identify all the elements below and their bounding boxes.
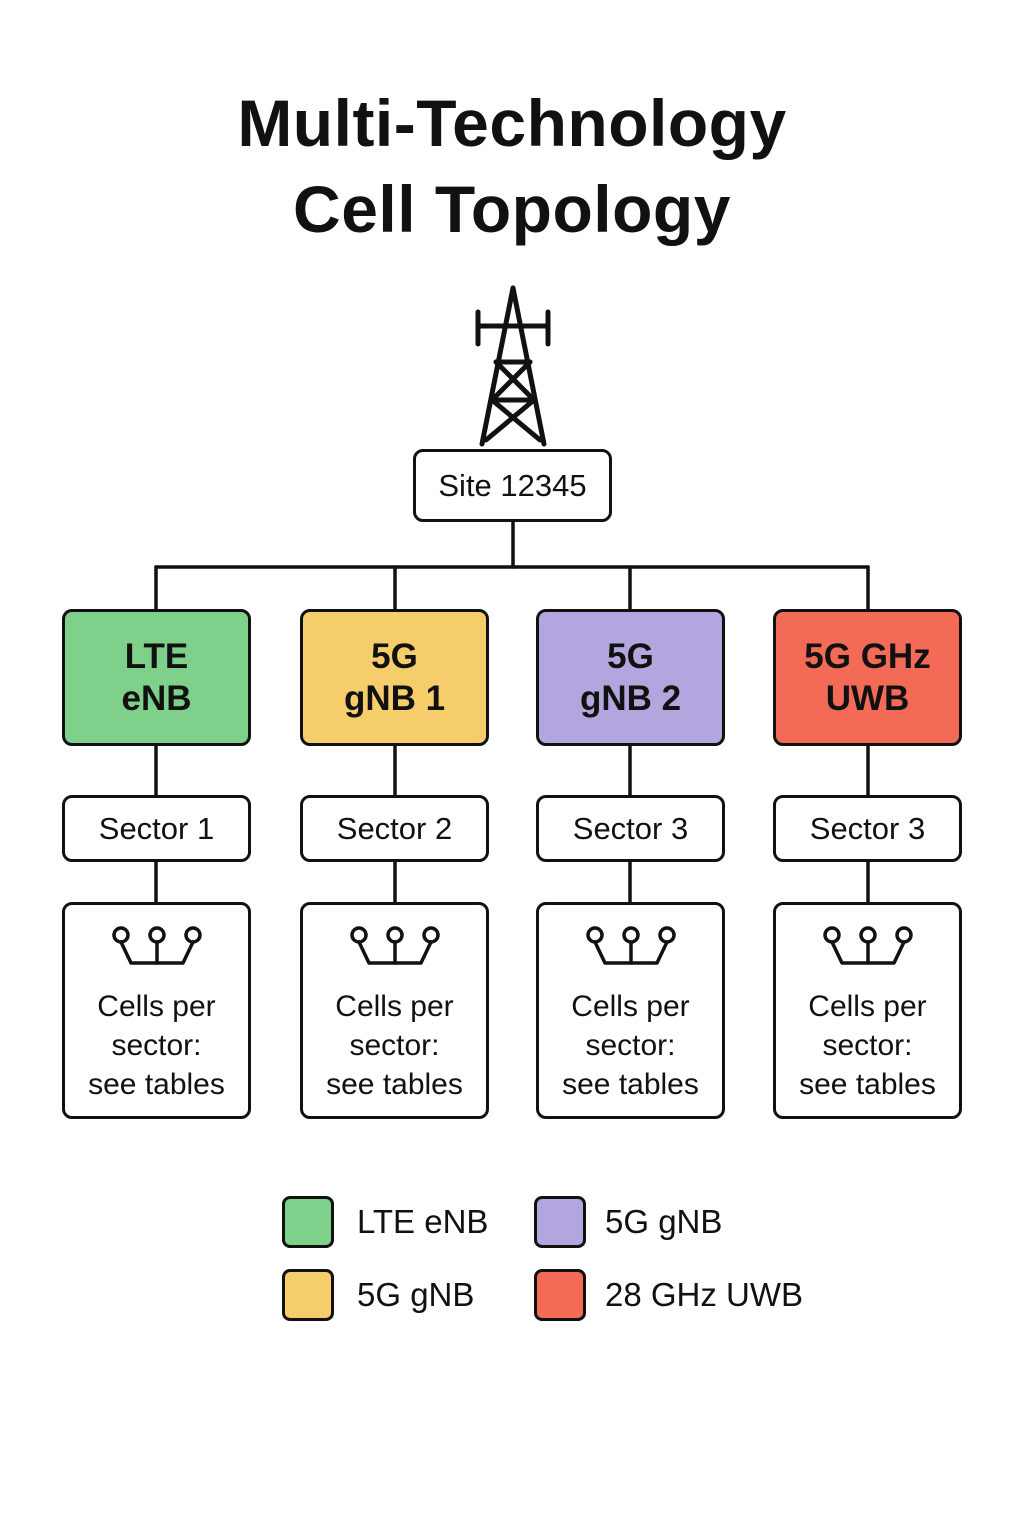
antenna-array-icon [822,926,913,965]
cells-note-line-1: Cells per [97,990,216,1023]
tech-node-label-line-2: gNB 2 [579,678,682,718]
sector-label: Sector 3 [572,810,689,846]
cells-node-1[interactable]: Cells per sector: see tables [62,902,251,1119]
tech-node-label-line-1: 5G [371,636,418,676]
cells-note-line-1: Cells per [808,990,927,1023]
sector-label: Sector 2 [336,810,453,846]
cells-note-line-1: Cells per [571,990,690,1023]
antenna-array-icon [585,926,676,965]
cells-note-line-2: sector: [585,1029,676,1062]
cells-note-line-2: sector: [349,1029,440,1062]
cells-note-line-2: sector: [822,1029,913,1062]
site-node[interactable]: Site 12345 [413,449,612,522]
diagram-title-line-1: Multi-Technology [237,86,787,160]
tech-node-5g-ghz-uwb[interactable]: 5G GHz UWB [773,609,962,746]
tech-node-label-line-1: 5G GHz [804,636,931,676]
tech-node-label-line-2: UWB [825,678,910,718]
cells-note-line-1: Cells per [335,990,454,1023]
cells-note-line-3: see tables [799,1068,936,1101]
cells-note-line-3: see tables [88,1068,225,1101]
cells-note: Cells per sector: see tables [88,987,225,1104]
sector-node-2[interactable]: Sector 2 [300,795,489,862]
cells-note-line-3: see tables [326,1068,463,1101]
cells-node-4[interactable]: Cells per sector: see tables [773,902,962,1119]
legend-swatch-5g-gnb-purple [534,1196,586,1248]
tech-node-label-line-2: eNB [121,678,192,718]
sector-node-4[interactable]: Sector 3 [773,795,962,862]
legend-label-5g-gnb-yellow: 5G gNB [357,1276,475,1313]
legend-swatch-28ghz-uwb [534,1269,586,1321]
cells-note-line-3: see tables [562,1068,699,1101]
site-label: Site 12345 [438,467,587,503]
cell-tower-icon [475,285,551,447]
legend-label-28ghz-uwb: 28 GHz UWB [605,1276,804,1313]
cells-note: Cells per sector: see tables [562,987,699,1104]
legend-swatch-5g-gnb-yellow [282,1269,334,1321]
sector-label: Sector 1 [98,810,215,846]
sector-node-3[interactable]: Sector 3 [536,795,725,862]
antenna-array-icon [349,926,440,965]
tech-node-label-line-1: LTE [124,636,189,676]
sector-label: Sector 3 [809,810,926,846]
cells-node-3[interactable]: Cells per sector: see tables [536,902,725,1119]
cells-note: Cells per sector: see tables [326,987,463,1104]
antenna-array-icon [111,926,202,965]
cells-node-2[interactable]: Cells per sector: see tables [300,902,489,1119]
tech-node-label-line-2: gNB 1 [343,678,446,718]
legend-label-5g-gnb-purple: 5G gNB [605,1203,723,1240]
tech-node-5g-gnb-1[interactable]: 5G gNB 1 [300,609,489,746]
tech-node-label-line-1: 5G [607,636,654,676]
tech-node-5g-gnb-2[interactable]: 5G gNB 2 [536,609,725,746]
legend-swatch-lte-enb [282,1196,334,1248]
cells-note-line-2: sector: [111,1029,202,1062]
sector-node-1[interactable]: Sector 1 [62,795,251,862]
diagram-title-line-2: Cell Topology [293,172,731,246]
tech-node-lte-enb[interactable]: LTE eNB [62,609,251,746]
legend-label-lte-enb: LTE eNB [357,1203,489,1240]
cells-note: Cells per sector: see tables [799,987,936,1104]
